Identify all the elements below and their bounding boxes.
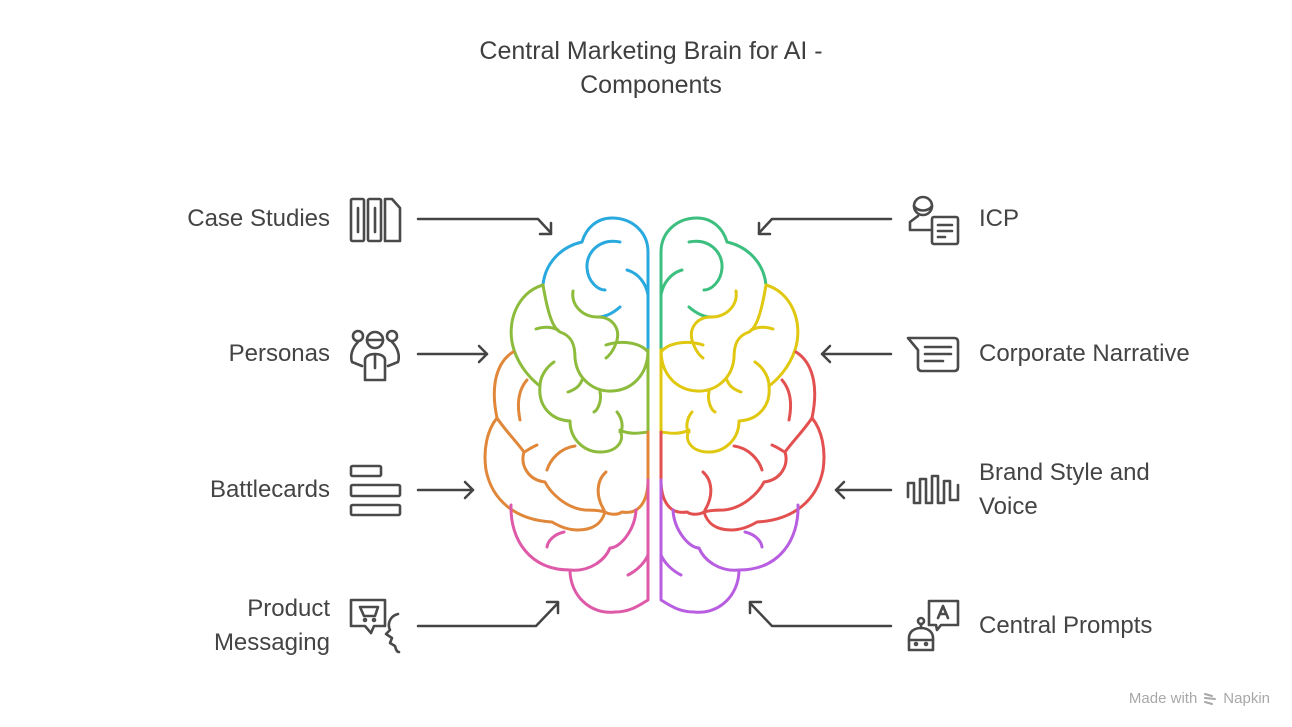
waveform-icon	[906, 474, 960, 505]
people-icon	[349, 329, 401, 382]
brain-segment-battlecards	[483, 350, 650, 532]
made-with-napkin-footer[interactable]: Made with Napkin	[1128, 690, 1270, 707]
label-personas: Personas	[228, 340, 330, 367]
brain-segment-central-prompts	[659, 478, 800, 614]
brain-segment-product-messaging	[509, 478, 650, 614]
brain-segment-personas	[509, 283, 650, 454]
napkin-logo-icon	[1204, 692, 1217, 705]
arrow-brand-style	[834, 480, 893, 500]
book-icon	[349, 197, 402, 243]
chat-bubble-icon	[906, 336, 960, 373]
label-central-prompts: Central Prompts	[979, 612, 1153, 639]
user-document-icon	[908, 195, 960, 246]
brain-segment-corporate-narrative	[659, 283, 800, 454]
brain-segment-icp	[659, 216, 768, 352]
brain-segment-case-studies	[541, 216, 650, 352]
arrow-case-studies	[416, 217, 553, 236]
label-battlecards: Battlecards	[209, 476, 330, 503]
arrow-personas	[416, 344, 489, 364]
arrows	[416, 217, 893, 628]
label-product-messaging: Product Messaging	[213, 595, 330, 656]
label-case-studies: Case Studies	[187, 205, 330, 232]
arrow-icp	[757, 217, 893, 236]
arrow-corporate-narrative	[820, 344, 893, 364]
brain-right-hemisphere	[659, 216, 826, 614]
cart-speech-icon	[349, 598, 401, 654]
arrow-product-messaging	[416, 600, 560, 628]
robot-prompt-icon	[907, 599, 960, 652]
brain-left-hemisphere	[483, 216, 650, 614]
label-brand-style-voice: Brand Style and Voice	[979, 459, 1150, 520]
brain-segment-brand-style	[659, 350, 826, 532]
bars-icon	[349, 464, 402, 517]
brain-illustration	[483, 216, 826, 614]
arrow-battlecards	[416, 480, 475, 500]
label-icp: ICP	[979, 205, 1020, 232]
arrow-central-prompts	[748, 600, 893, 628]
diagram-title: Central Marketing Brain for AI - Compone…	[479, 37, 823, 99]
label-corporate-narrative: Corporate Narrative	[979, 340, 1190, 367]
